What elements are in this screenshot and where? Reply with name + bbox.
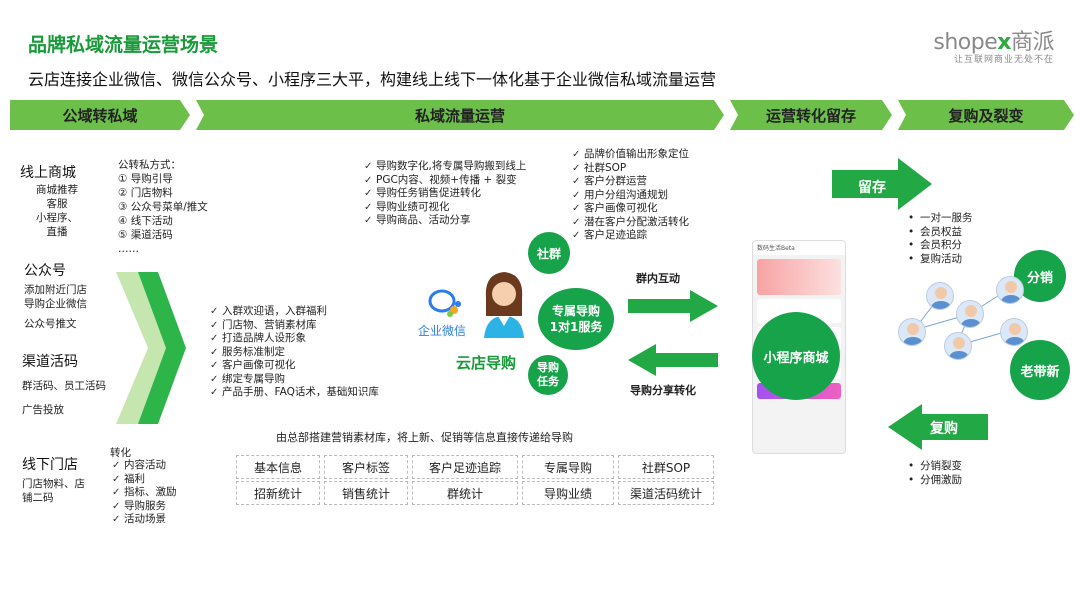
cloud-guide-label: 云店导购 bbox=[456, 354, 517, 372]
brand-logo: shopex商派 bbox=[933, 30, 1054, 55]
grid-cell: 渠道活码统计 bbox=[618, 481, 714, 505]
grid-cell: 导购业绩 bbox=[522, 481, 614, 505]
channel-online-store-title: 线上商城 bbox=[20, 165, 76, 181]
conversion-bottom-title: 转化 bbox=[110, 447, 131, 459]
wecom-label: 企业微信 bbox=[418, 324, 467, 338]
channel-code-title: 渠道活码 bbox=[22, 354, 78, 370]
arrow-left-icon bbox=[628, 344, 718, 376]
channel-offline-store-title: 线下门店 bbox=[22, 457, 78, 473]
shopping-guide-avatar bbox=[484, 272, 524, 338]
chevron-arrow-icon bbox=[116, 272, 186, 424]
user-avatar bbox=[1000, 318, 1028, 346]
stage-bar-private-traffic: 私域流量运营 bbox=[196, 100, 724, 130]
retention-list: 一对一服务 会员权益 会员积分 复购活动 bbox=[908, 212, 973, 266]
user-avatar bbox=[996, 276, 1024, 304]
user-avatar bbox=[956, 300, 984, 328]
referral-circle: 老带新 bbox=[1010, 340, 1070, 400]
grid-cell: 专属导购 bbox=[522, 455, 614, 479]
guide-list: 导购数字化,将专属导购搬到线上 PGC内容、视频+传播 + 裂变 导购任务销售促… bbox=[364, 160, 526, 228]
conversion-methods: 公转私方式： ① 导购引导 ② 门店物料 ③ 公众号菜单/推文 ④ 线下活动 ⑤… bbox=[118, 159, 208, 255]
grid-cell: 招新统计 bbox=[236, 481, 320, 505]
setup-list: 入群欢迎语，入群福利 门店物、营销素材库 打造品牌人设形象 服务标准制定 客户画… bbox=[210, 305, 379, 400]
stage-bar-public-to-private: 公域转私域 bbox=[10, 100, 190, 130]
retention-arrow-icon bbox=[832, 158, 932, 210]
community-list: 品牌价值输出形象定位 社群SOP 客户分群运营 用户分组沟通规划 客户画像可视化… bbox=[572, 148, 689, 243]
phone-banner bbox=[757, 259, 841, 295]
guide-task-circle: 导购 任务 bbox=[528, 355, 568, 395]
exclusive-guide-circle: 专属导购 1对1服务 bbox=[538, 288, 614, 350]
user-avatar bbox=[898, 318, 926, 346]
group-interact-label: 群内互动 bbox=[636, 272, 680, 285]
grid-cell: 基本信息 bbox=[236, 455, 320, 479]
stage-bar-repurchase-fission: 复购及裂变 bbox=[898, 100, 1074, 130]
retention-label: 留存 bbox=[858, 180, 886, 196]
page-title: 品牌私域流量运营场景 bbox=[28, 34, 219, 56]
grid-cell: 客户标签 bbox=[324, 455, 408, 479]
brand-tagline: 让互联网商业无处不在 bbox=[953, 55, 1054, 65]
hq-note: 由总部搭建营销素材库，将上新、促销等信息直接传递给导购 bbox=[276, 431, 573, 444]
grid-cell: 社群SOP bbox=[618, 455, 714, 479]
wecom-icon bbox=[428, 289, 461, 317]
arrow-right-icon bbox=[628, 290, 718, 322]
page-subtitle: 云店连接企业微信、微信公众号、小程序三大平，构建线上线下一体化基于企业微信私域流… bbox=[28, 70, 717, 89]
user-avatar bbox=[926, 282, 954, 310]
user-avatar bbox=[944, 332, 972, 360]
stage-bar-conversion-retention: 运营转化留存 bbox=[730, 100, 892, 130]
guide-share-label: 导购分享转化 bbox=[630, 384, 696, 397]
grid-cell: 客户足迹追踪 bbox=[412, 455, 518, 479]
grid-cell: 销售统计 bbox=[324, 481, 408, 505]
repurchase-label: 复购 bbox=[930, 421, 958, 437]
channel-online-store-items: 商城推荐 客服 小程序、 直播 bbox=[36, 184, 78, 238]
grid-cell: 群统计 bbox=[412, 481, 518, 505]
channel-code-items: 群活码、员工活码 广告投放 bbox=[22, 380, 106, 416]
channel-public-account-title: 公众号 bbox=[24, 263, 66, 279]
repurchase-arrow-icon bbox=[888, 404, 988, 450]
channel-offline-store-items: 门店物料、店 铺二码 bbox=[22, 478, 85, 504]
channel-public-account-items: 添加附近门店 导购企业微信 公众号推文 bbox=[24, 284, 87, 330]
community-circle: 社群 bbox=[528, 232, 570, 274]
phone-title: 数码生活Beta bbox=[753, 241, 845, 255]
conversion-bottom-list: 内容活动 福利 指标、激励 导购服务 活动场景 bbox=[112, 459, 177, 527]
repurchase-list: 分销裂变 分佣激励 bbox=[908, 460, 962, 487]
mini-mall-circle: 小程序商城 bbox=[752, 312, 840, 400]
